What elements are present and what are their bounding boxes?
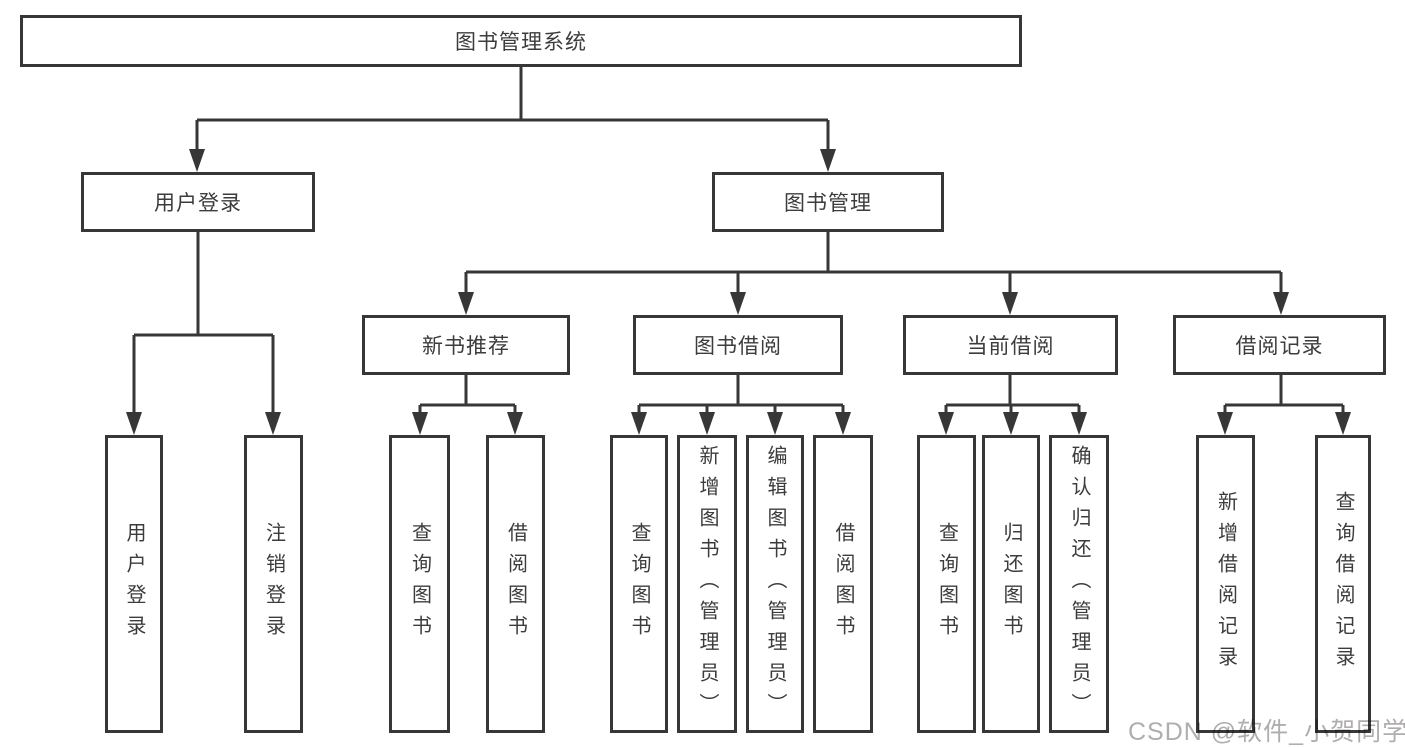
leaf-query-borrow-record: 查询借阅记录 [1315,435,1371,733]
node-label: 新增借阅记录 [1214,491,1237,677]
node-label: 用户登录 [154,192,242,215]
node-label: 注销登录 [262,522,285,646]
node-label: 查询图书 [935,522,958,646]
node-label: 借阅记录 [1235,335,1324,358]
leaf-add-borrow-record: 新增借阅记录 [1196,435,1255,733]
leaf-add-book-admin: 新增图书（管理员） [677,435,737,733]
node-book-management: 图书管理 [712,172,944,232]
node-label: 查询借阅记录 [1332,491,1354,677]
node-label: 确认归还（管理员） [1068,444,1090,724]
node-label: 借阅图书 [504,522,527,646]
csdn-watermark: CSDN @软件_小贺同学 [1128,718,1405,746]
leaf-return-book: 归还图书 [982,435,1040,733]
leaf-query-books-borrowing: 查询图书 [610,435,668,733]
node-label: 新增图书（管理员） [696,444,718,724]
node-label: 图书借阅 [694,335,782,358]
node-label: 查询图书 [408,522,431,646]
leaf-logout: 注销登录 [244,435,303,733]
node-label: 用户登录 [123,522,145,646]
leaf-borrow-books-recommend: 借阅图书 [486,435,545,733]
node-label: 查询图书 [628,522,650,646]
node-book-borrowing: 图书借阅 [633,315,843,375]
node-borrowing-records: 借阅记录 [1173,315,1386,375]
node-label: 借阅图书 [832,522,854,646]
node-current-borrowing: 当前借阅 [903,315,1118,375]
leaf-edit-book-admin: 编辑图书（管理员） [746,435,804,733]
node-label: 当前借阅 [966,335,1055,358]
leaf-confirm-return-admin: 确认归还（管理员） [1049,435,1109,733]
node-user-login: 用户登录 [81,172,315,232]
node-label: 归还图书 [1000,522,1022,646]
node-label: 图书管理系统 [455,31,587,54]
node-label: 新书推荐 [422,335,510,358]
leaf-borrow-books-borrowing: 借阅图书 [813,435,873,733]
leaf-user-login: 用户登录 [105,435,163,733]
node-new-book-recommendation: 新书推荐 [362,315,570,375]
leaf-query-books-recommend: 查询图书 [389,435,450,733]
node-library-management-system: 图书管理系统 [20,15,1022,67]
node-label: 编辑图书（管理员） [764,444,786,724]
leaf-query-books-current: 查询图书 [917,435,976,733]
node-label: 图书管理 [784,192,872,215]
